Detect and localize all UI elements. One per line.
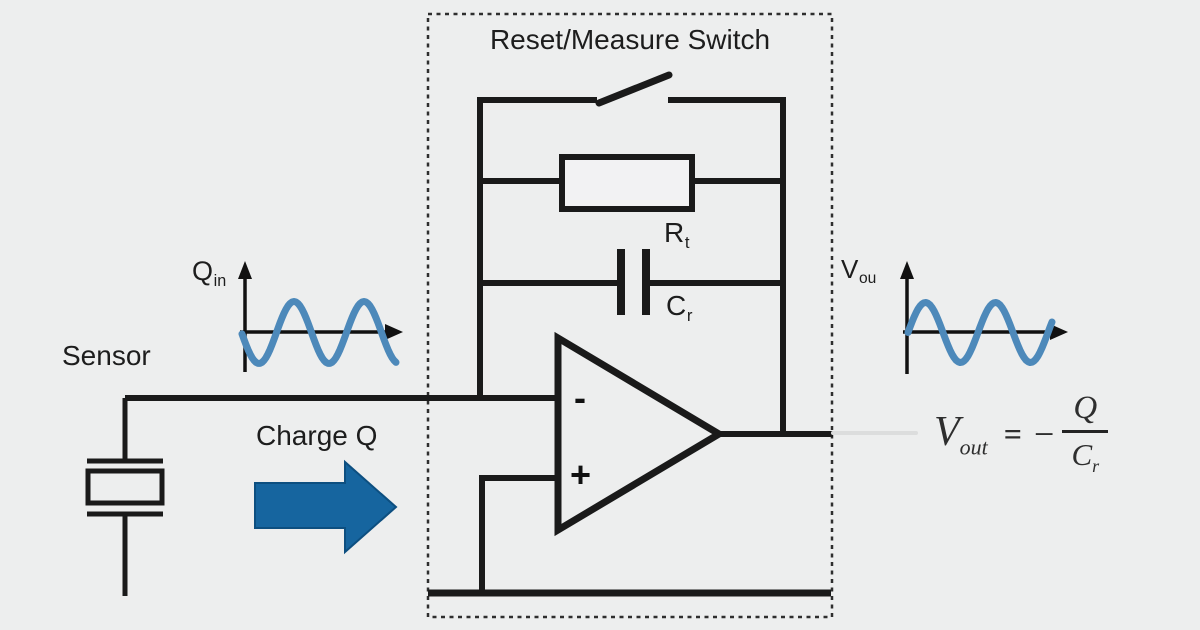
vout-subscript: ou [858, 270, 877, 288]
formula-c: C [1071, 437, 1093, 473]
vout-sine-wave [904, 299, 1056, 366]
resistor-body [559, 154, 695, 212]
opamp-triangle [554, 331, 726, 537]
output-formula: Vout = − Q Cr [934, 386, 1109, 482]
opamp-noninverting-input-sign: + [570, 454, 592, 495]
qin-y-arrowhead [238, 261, 252, 279]
qin-sine-wave [238, 298, 400, 367]
formula-c-subscript: r [1092, 456, 1100, 477]
vout-x-arrowhead [1050, 324, 1068, 340]
switch-lever [595, 71, 673, 107]
formula-denominator: Cr [1071, 433, 1099, 477]
capacitor-label: Cr [666, 290, 693, 324]
formula-v-subscript: out [959, 434, 988, 460]
formula-fraction-bar [1062, 430, 1109, 434]
plus-input-wire [479, 475, 558, 592]
formula-equals: = [1003, 415, 1023, 452]
feedback-left-wire [477, 97, 597, 398]
vout-symbol: V [841, 254, 859, 284]
capacitor-subscript: r [686, 305, 693, 325]
qin-symbol: Q [192, 256, 214, 286]
formula-vout: Vout [934, 408, 988, 460]
capacitor-symbol: C [666, 290, 687, 321]
resistor-label: Rt [664, 217, 690, 251]
qin-x-arrowhead [385, 324, 403, 340]
opamp-inverting-input-sign: - [574, 377, 586, 418]
qin-subscript: in [213, 271, 227, 290]
feedback-right-wire [668, 97, 786, 434]
resistor-subscript: t [684, 232, 690, 252]
formula-fraction: Q Cr [1062, 390, 1109, 477]
qin-axis-label: Qin [192, 256, 226, 289]
resistor-symbol: R [664, 217, 685, 248]
formula-numerator: Q [1073, 390, 1098, 427]
charge-q-label: Charge Q [256, 420, 378, 451]
sensor-crystal-body [85, 468, 165, 506]
box-title: Reset/Measure Switch [489, 24, 771, 55]
formula-v: V [934, 408, 960, 455]
charge-arrow [254, 459, 398, 555]
dashed-boundary-box [426, 12, 834, 619]
vout-axis-label: Vou [841, 254, 876, 287]
vout-y-arrowhead [900, 261, 914, 279]
formula-minus: − [1034, 414, 1055, 454]
sensor-label: Sensor [62, 340, 151, 371]
